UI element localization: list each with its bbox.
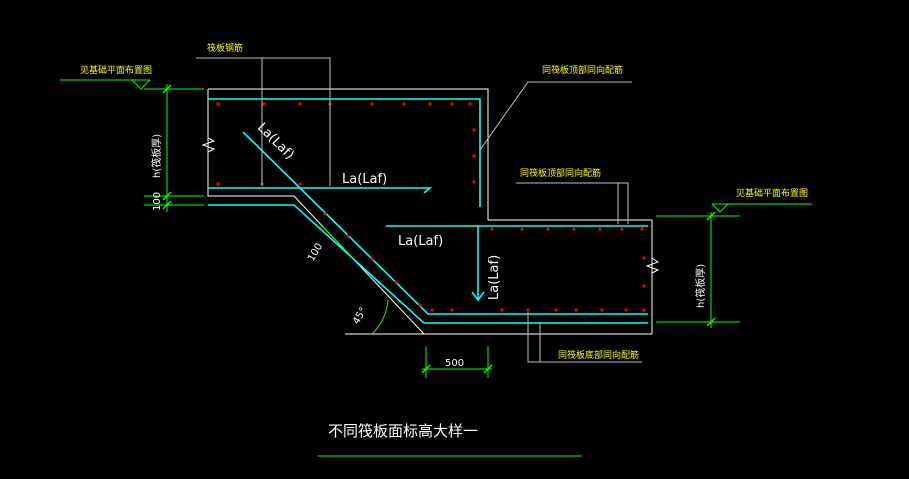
- top-same-dir-lower-leader: [516, 182, 629, 224]
- anchor-vertical-label: La(Laf): [487, 255, 502, 300]
- anchor-upper-h-label: La(Laf): [342, 172, 387, 187]
- rebar-dot: [574, 308, 578, 312]
- rebar-dot: [642, 256, 646, 260]
- tick: [162, 84, 172, 94]
- ref-plan-right-marker: [711, 203, 729, 213]
- raft-rebar-leader: [196, 57, 331, 186]
- rebar-dot: [346, 234, 350, 238]
- rebar-dot: [472, 128, 476, 132]
- bottom-same-dir-label: 同筏板底部同向配筋: [558, 349, 639, 361]
- rebar-dot: [418, 303, 422, 307]
- tick: [421, 364, 431, 374]
- rebar-dot: [472, 180, 476, 184]
- rebar-dot: [298, 182, 302, 186]
- rebar-dot: [298, 102, 302, 106]
- tick: [162, 200, 172, 210]
- rebar-dot: [468, 102, 472, 106]
- rebar-dot: [402, 102, 406, 106]
- rebar-dot: [500, 308, 504, 312]
- h-left-label: h(筏板厚): [150, 134, 163, 178]
- dimension-ticks: [162, 84, 716, 374]
- h-right-label: h(筏板厚): [694, 264, 707, 308]
- anchor-slope-label: La(Laf): [254, 120, 297, 163]
- rebar-dot: [216, 102, 220, 106]
- rebar-dot: [490, 227, 494, 231]
- angle-45-arc: [371, 299, 389, 335]
- upper-slab-outline: [208, 88, 653, 334]
- rebar-dot: [472, 154, 476, 158]
- ref-plan-left-marker: [131, 79, 151, 90]
- rebar-dot: [450, 102, 454, 106]
- rebar-dot: [598, 227, 602, 231]
- rebar-dot: [600, 308, 604, 312]
- rebar-dot: [520, 227, 524, 231]
- rebar-dot: [430, 308, 434, 312]
- rebar-lines: [208, 98, 648, 324]
- rebar-dot: [262, 102, 266, 106]
- break-mark-left: [201, 137, 216, 153]
- dimension-lines: [60, 79, 812, 457]
- top-same-dir-upper-label: 同筏板顶部同向配筋: [542, 64, 623, 76]
- rebar-dot: [370, 102, 374, 106]
- slope-dim-line: [321, 225, 354, 259]
- tick: [483, 364, 493, 374]
- lower-slab-outline: [207, 89, 652, 335]
- rebar-dot: [428, 102, 432, 106]
- upper-top-rebar: [208, 98, 481, 207]
- lower-slab-bottom-rebar: [208, 204, 648, 324]
- dim-100-slope-label: 100: [306, 241, 325, 263]
- break-mark-right: [645, 257, 660, 274]
- concrete-outline: [201, 88, 660, 335]
- rebar-dot: [624, 308, 628, 312]
- leader-lines: [196, 57, 642, 363]
- rebar-dot: [394, 280, 398, 284]
- rebar-dot: [323, 212, 327, 216]
- top-same-dir-lower-label: 同筏板顶部同向配筋: [520, 167, 601, 179]
- dim-100-left-label: 100: [152, 192, 163, 211]
- rebar-dot: [620, 227, 624, 231]
- rebar-dots: [216, 102, 646, 312]
- tick: [706, 317, 716, 327]
- rebar-dot: [526, 308, 530, 312]
- ref-plan-left-label: 见基础平面布置图: [80, 64, 152, 76]
- rebar-dot: [216, 182, 220, 186]
- rebar-dot: [450, 308, 454, 312]
- vertical-anchor-hook: [471, 291, 485, 302]
- upper-bottom-rebar: [208, 187, 433, 194]
- rebar-dot: [642, 284, 646, 288]
- drawing-title: 不同筏板面标高大样一: [328, 422, 478, 440]
- rebar-dot: [640, 227, 644, 231]
- rebar-dot: [546, 227, 550, 231]
- raft-rebar-label: 筏板钢筋: [207, 42, 243, 54]
- ref-plan-right-label: 见基础平面布置图: [736, 187, 808, 199]
- rebar-dot: [642, 308, 646, 312]
- anchor-mid-h-label: La(Laf): [398, 234, 443, 249]
- rebar-dot: [572, 227, 576, 231]
- top-same-dir-upper-leader: [479, 81, 632, 151]
- rebar-dot: [554, 308, 558, 312]
- angle-45-label: 45°: [351, 306, 369, 327]
- dim-500-label: 500: [445, 358, 464, 369]
- tick: [706, 211, 716, 221]
- slope-rebar: [242, 131, 648, 315]
- tick: [162, 191, 172, 201]
- bottom-same-dir-leader: [527, 312, 642, 363]
- rebar-dot: [370, 257, 374, 261]
